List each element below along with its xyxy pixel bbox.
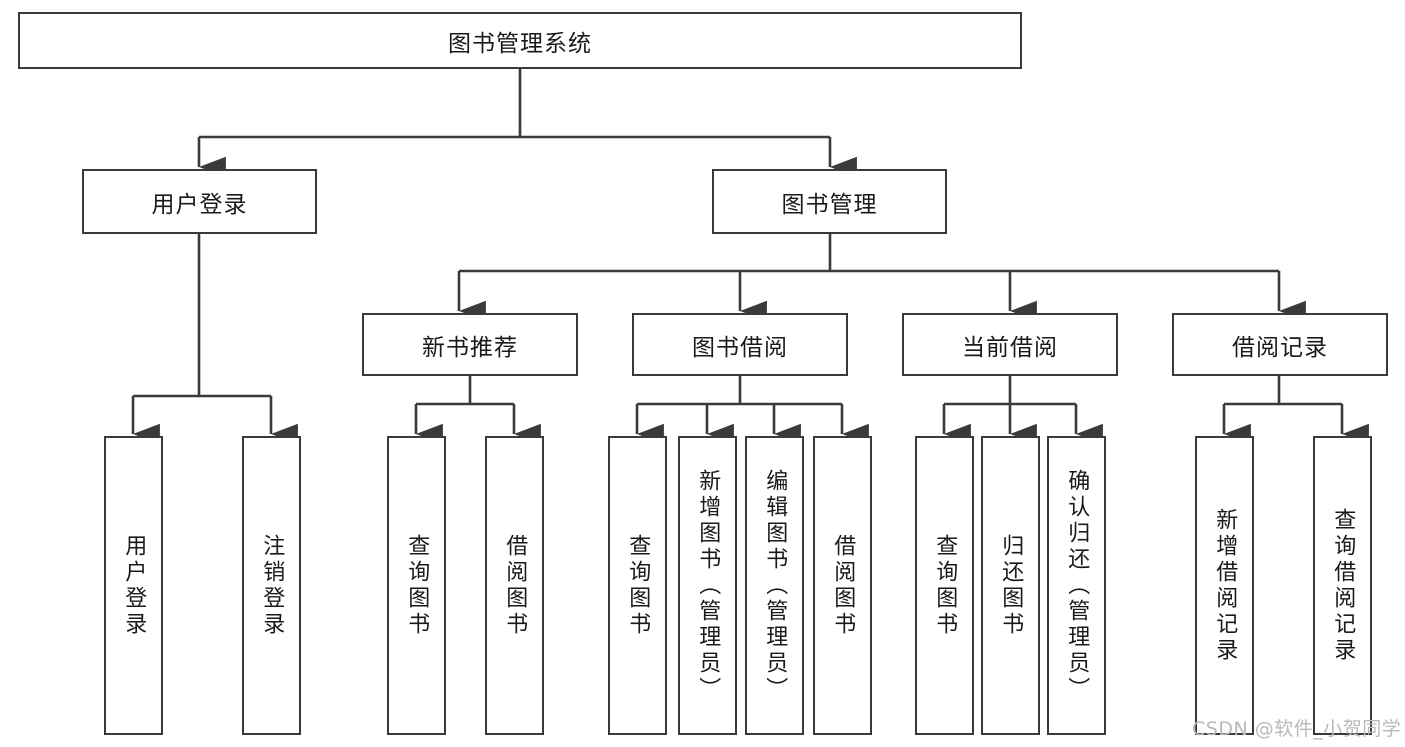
node-label: 查询图书 — [625, 533, 651, 638]
node-root-book-management-system[interactable]: 图书管理系统 — [18, 12, 1022, 69]
node-label: 归还图书 — [998, 533, 1024, 638]
leaf-logout[interactable]: 注销登录 — [242, 436, 301, 735]
leaf-query-book-borrow[interactable]: 查询图书 — [608, 436, 667, 735]
leaf-user-login[interactable]: 用户登录 — [104, 436, 163, 735]
node-book-management[interactable]: 图书管理 — [712, 169, 947, 234]
leaf-query-book-current[interactable]: 查询图书 — [915, 436, 974, 735]
node-label: 图书管理系统 — [448, 30, 592, 57]
node-label: 当前借阅 — [962, 334, 1058, 361]
leaf-query-borrow-record[interactable]: 查询借阅记录 — [1313, 436, 1372, 735]
node-user-login[interactable]: 用户登录 — [82, 169, 317, 234]
leaf-confirm-return-admin[interactable]: 确认归还（管理员） — [1047, 436, 1106, 735]
leaf-edit-book-admin[interactable]: 编辑图书（管理员） — [745, 436, 804, 735]
leaf-add-borrow-record[interactable]: 新增借阅记录 — [1195, 436, 1254, 735]
node-book-borrowing[interactable]: 图书借阅 — [632, 313, 848, 376]
leaf-borrow-book-newbook[interactable]: 借阅图书 — [485, 436, 544, 735]
node-new-book-recommendation[interactable]: 新书推荐 — [362, 313, 578, 376]
node-label: 查询图书 — [404, 533, 430, 638]
node-label: 新增图书（管理员） — [695, 468, 721, 703]
node-label: 图书借阅 — [692, 334, 788, 361]
node-label: 图书管理 — [781, 191, 878, 218]
node-label: 注销登录 — [259, 533, 285, 638]
node-label: 编辑图书（管理员） — [762, 468, 788, 703]
node-label: 新增借阅记录 — [1212, 507, 1238, 664]
leaf-query-book-newbook[interactable]: 查询图书 — [387, 436, 446, 735]
node-label: 确认归还（管理员） — [1064, 468, 1090, 703]
node-current-borrowing[interactable]: 当前借阅 — [902, 313, 1118, 376]
node-label: 查询图书 — [932, 533, 958, 638]
node-label: 新书推荐 — [422, 334, 518, 361]
node-label: 借阅记录 — [1232, 334, 1328, 361]
node-label: 用户登录 — [151, 191, 248, 218]
node-borrow-records[interactable]: 借阅记录 — [1172, 313, 1388, 376]
node-label: 查询借阅记录 — [1330, 507, 1356, 664]
node-label: 借阅图书 — [830, 533, 856, 638]
node-label: 借阅图书 — [502, 533, 528, 638]
node-label: 用户登录 — [121, 533, 147, 638]
csdn-watermark: CSDN @软件_小贺同学 — [1192, 718, 1402, 740]
leaf-borrow-book[interactable]: 借阅图书 — [813, 436, 872, 735]
leaf-return-book[interactable]: 归还图书 — [981, 436, 1040, 735]
leaf-add-book-admin[interactable]: 新增图书（管理员） — [678, 436, 737, 735]
